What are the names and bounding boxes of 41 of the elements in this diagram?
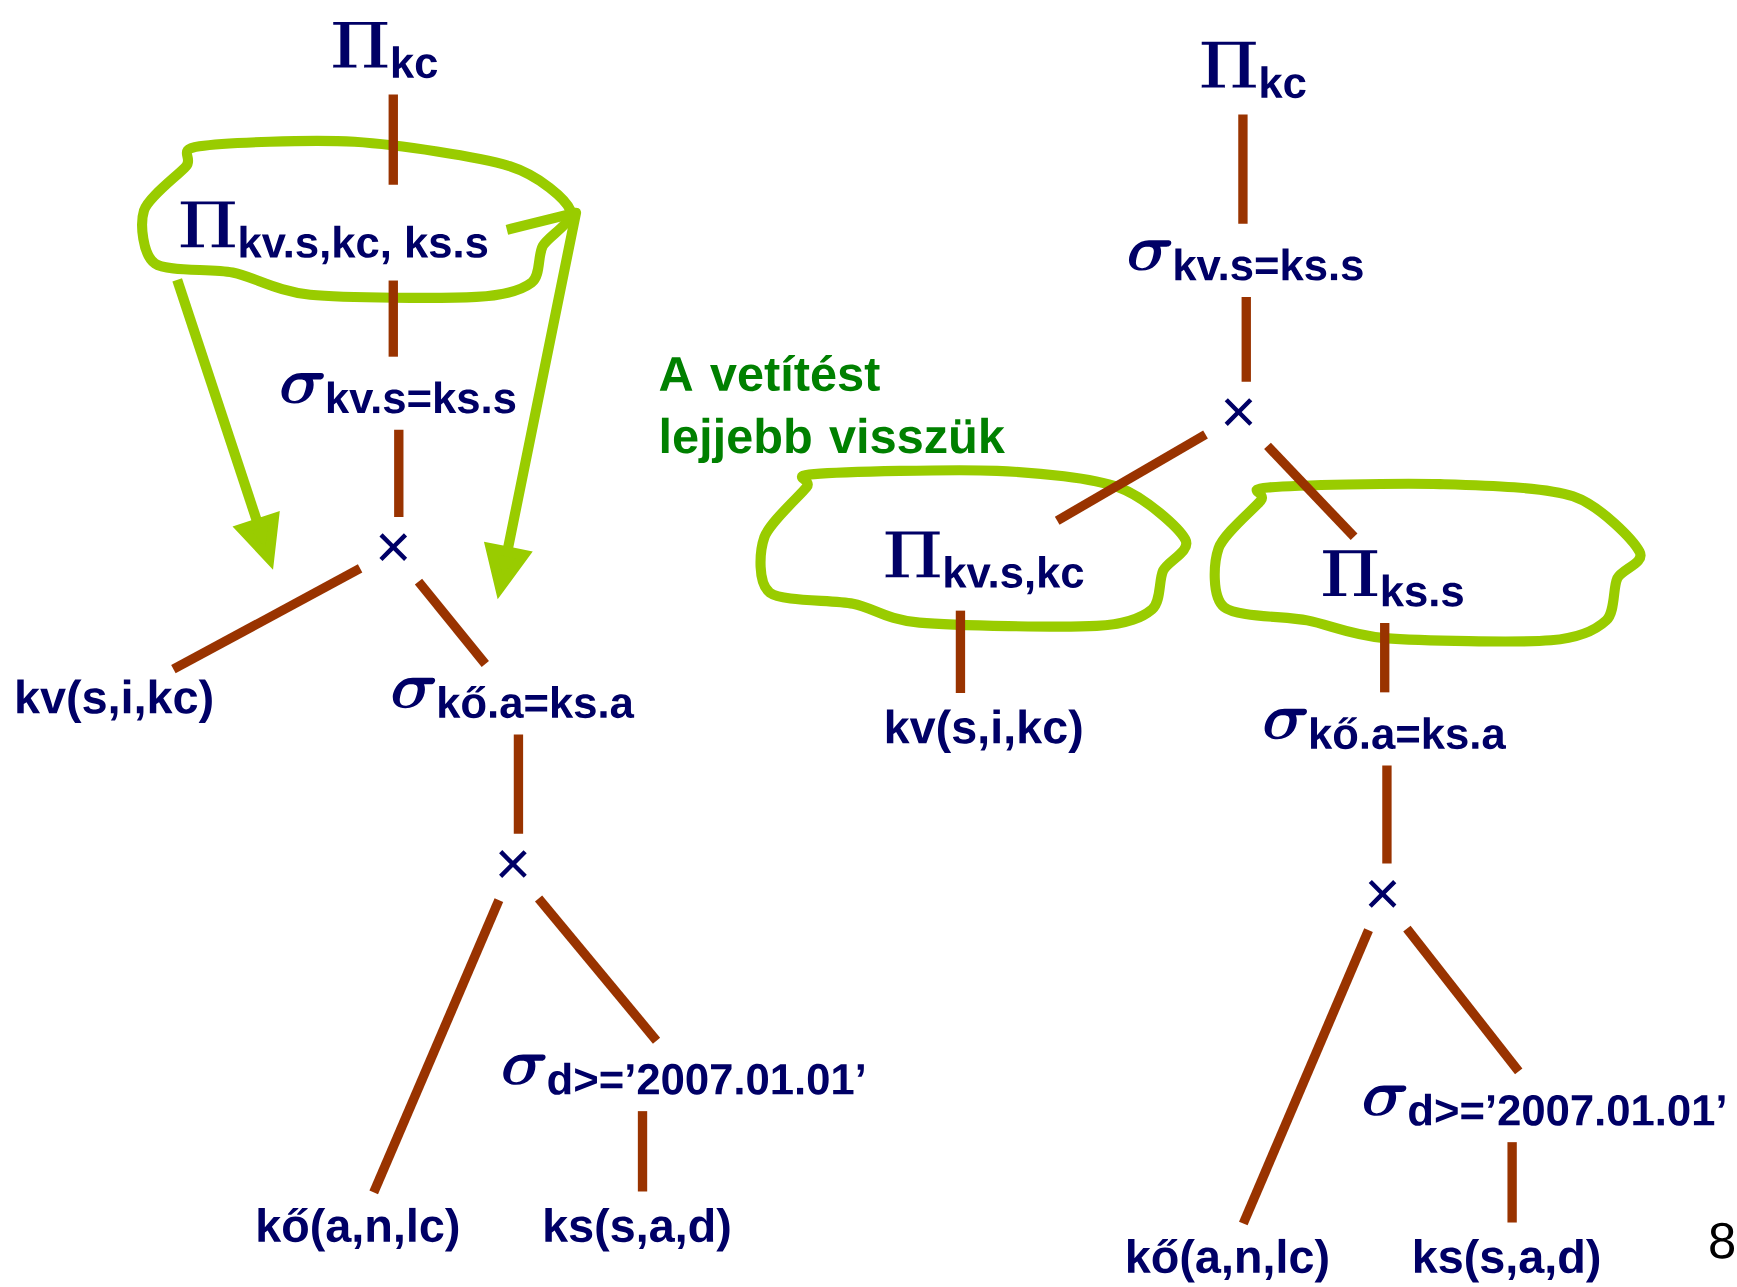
operator-label: $\Pi_{\text{kv.s,kc, ks.s}}$ [180,201,488,265]
product-symbol: × [1224,398,1253,426]
operator-label: $\sigma_{\text{kv.s=ks.s}}$ [281,373,516,414]
tree-edge [955,610,966,693]
tree-edge [369,898,504,1195]
product-symbol: × [379,533,408,561]
operator-label: $\Pi_{\text{kv.s,kc}}$ [885,531,1084,595]
operator-label: $\sigma_{\text{kő.a=ks.a}}$ [1264,708,1506,750]
tree-edge [1403,925,1523,1075]
tree-edge [414,578,489,667]
operator-label: $\sigma_{\text{kő.a=ks.a}}$ [392,677,635,719]
relation-label: kő(a,n,lc) [258,1207,459,1252]
tree-edge [171,564,363,674]
page-number: 8 [1710,1222,1734,1259]
operator-label: $\sigma_{\text{kv.s=ks.s}}$ [1128,240,1363,281]
tree-edge [637,1111,648,1192]
tree-edge [394,429,404,517]
operator-label: $\sigma_{\text{d>='2007.01.01'}}$ [1364,1085,1725,1126]
product-symbol: × [1368,879,1397,908]
operator-label: $\sigma_{\text{d>='2007.01.01'}}$ [503,1054,864,1095]
tree-edge [388,280,398,357]
tree-edge [1380,622,1390,693]
note-text: A vetítést lejjebb visszük [659,354,1005,463]
relation-label: kv(s,i,kc) [886,709,1082,753]
tree-edge [1382,765,1392,864]
tree-edge [535,895,661,1044]
product-symbol: × [499,850,527,878]
operator-label: $\Pi_{\text{ks.s}}$ [1323,550,1463,607]
relation-label: ks(s,a,d) [545,1207,730,1252]
tree-edge [1238,114,1248,224]
operator-label: $\Pi_{\text{kc}}$ [1201,41,1306,99]
tree-edge [513,734,524,834]
tree-edge [1054,430,1208,525]
relation-label: kő(a,n,lc) [1128,1238,1328,1283]
relation-label: ks(s,a,d) [1415,1238,1600,1283]
tree-edge [1239,928,1373,1226]
tree-edge [1241,296,1251,382]
tree-edge [1507,1142,1517,1223]
operator-label: $\Pi_{\text{kc}}$ [333,21,438,79]
relation-label: kv(s,i,kc) [17,679,212,723]
tree-edge [1264,442,1358,540]
